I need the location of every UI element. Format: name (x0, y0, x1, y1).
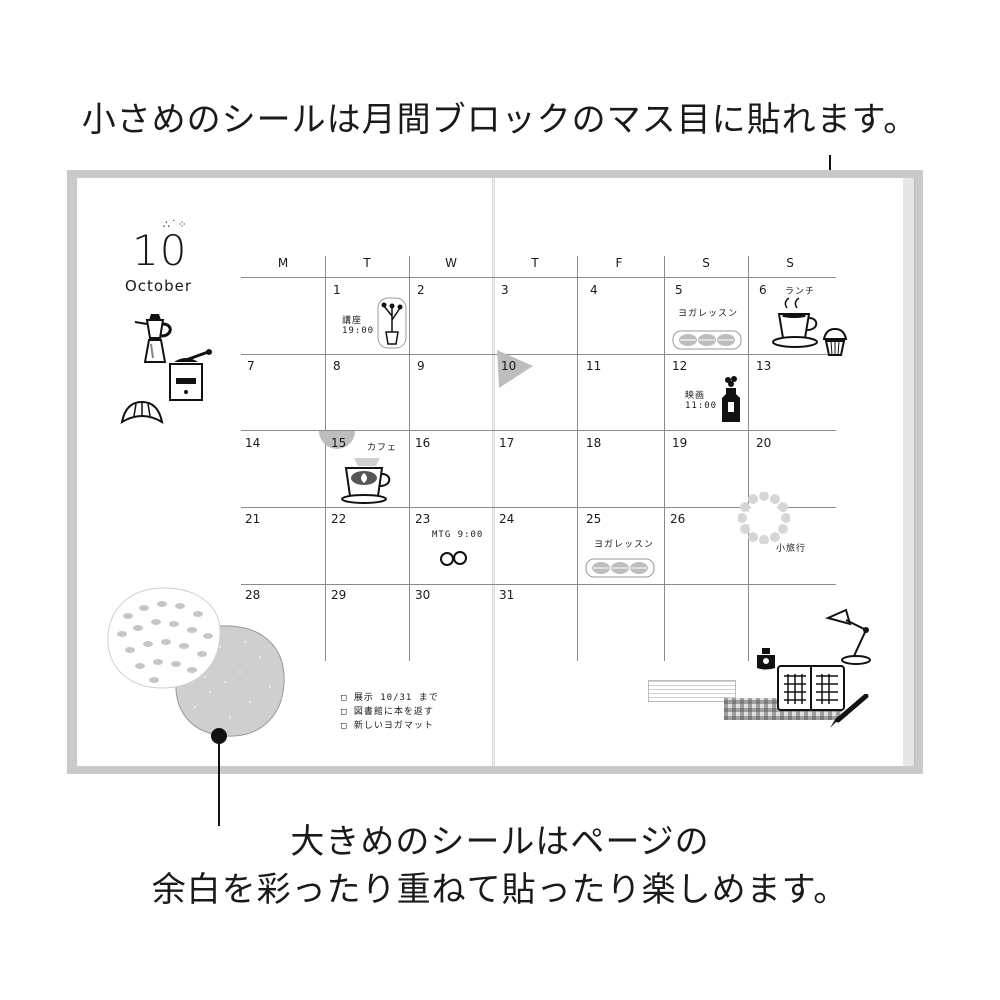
day-10: 10 (501, 359, 517, 373)
note-oct12-title: 映画 (685, 391, 706, 401)
day-24: 24 (499, 512, 515, 526)
day-2: 2 (417, 283, 425, 297)
day-20: 20 (756, 436, 772, 450)
book-gutter (492, 178, 495, 766)
pointer-line-bottom (218, 738, 220, 826)
checkbox-icon: □ (341, 707, 354, 717)
flower-vase-icon (377, 297, 407, 349)
cupcake-icon (822, 327, 848, 356)
day-19: 19 (672, 436, 688, 450)
weekday-sun: S (786, 256, 794, 270)
ink-bottle-icon (757, 648, 775, 670)
weekday-sat: S (702, 256, 710, 270)
day-3: 3 (501, 283, 509, 297)
month-name: October (125, 277, 193, 295)
todo-item-3: □ 新しいヨガマット (341, 718, 434, 731)
todo-item-1: □ 展示 10/31 まで (341, 690, 439, 703)
day-9: 9 (417, 359, 425, 373)
fountain-pen-icon (830, 694, 869, 728)
croissant-icon (120, 400, 164, 425)
washi-tape-stripe (648, 680, 736, 702)
pointer-dot-bottom (211, 728, 227, 744)
todo-label: 新しいヨガマット (353, 721, 434, 731)
day-16: 16 (415, 436, 431, 450)
weekday-wed: W (445, 256, 457, 270)
day-21: 21 (245, 512, 261, 526)
day-17: 17 (499, 436, 515, 450)
note-oct23: MTG 9:00 (432, 530, 484, 540)
todo-item-2: □ 図書館に本を返す (341, 704, 434, 717)
day-30: 30 (415, 588, 431, 602)
page-edges (902, 178, 915, 766)
note-oct25: ヨガレッスン (594, 540, 655, 550)
desk-lamp-icon (825, 608, 871, 665)
month-number: 10 (132, 226, 188, 275)
caption-large-stickers-line1: 大きめのシールはページの (290, 822, 710, 862)
checkbox-icon: □ (341, 721, 354, 731)
note-oct12-time: 11:00 (685, 401, 718, 411)
day-4: 4 (590, 283, 598, 297)
half-circle-sticker (319, 431, 355, 449)
day-7: 7 (247, 359, 255, 373)
day-12: 12 (672, 359, 688, 373)
dotted-circle-sticker (107, 587, 221, 689)
latte-art-icon (341, 458, 391, 504)
note-oct1-time: 19:00 (342, 326, 375, 336)
caption-small-stickers: 小さめのシールは月間ブロックのマス目に貼れます。 (81, 100, 919, 140)
weekday-fri: F (615, 256, 623, 270)
caption-large-stickers-line2: 余白を彩ったり重ねて貼ったり楽しめます。 (151, 870, 849, 910)
note-oct1-title: 講座 (342, 316, 363, 326)
coffee-beans-icon (672, 330, 742, 350)
weekday-thu: T (531, 256, 539, 270)
day-13: 13 (756, 359, 772, 373)
note-oct6: ランチ (785, 287, 816, 297)
day-22: 22 (331, 512, 347, 526)
day-28: 28 (245, 588, 261, 602)
todo-label: 展示 10/31 まで (353, 693, 439, 703)
day-23: 23 (415, 512, 431, 526)
day-26: 26 (670, 512, 686, 526)
note-oct5: ヨガレッスン (678, 309, 739, 319)
day-1: 1 (333, 283, 341, 297)
bottle-icon (722, 376, 740, 422)
weekday-mon: M (277, 256, 289, 270)
planner-book-icon (777, 665, 845, 711)
day-25: 25 (586, 512, 602, 526)
day-31: 31 (499, 588, 515, 602)
day-5: 5 (675, 283, 683, 297)
todo-label: 図書館に本を返す (353, 707, 434, 717)
day-11: 11 (586, 359, 602, 373)
weekday-tue: T (363, 256, 371, 270)
day-29: 29 (331, 588, 347, 602)
note-oct27: 小旅行 (776, 544, 807, 554)
day-15: 15 (331, 436, 347, 450)
glasses-icon (440, 551, 467, 566)
note-oct15: カフェ (367, 443, 398, 453)
triangle-sticker (497, 350, 533, 388)
day-6: 6 (759, 283, 767, 297)
day-18: 18 (586, 436, 602, 450)
sparkle-icon: ∴˙⁘ (163, 218, 188, 231)
coffee-grinder-icon (169, 349, 212, 401)
day-14: 14 (245, 436, 261, 450)
lace-circle-icon (738, 492, 790, 544)
checkbox-icon: □ (341, 693, 354, 703)
coffee-cup-icon (772, 297, 818, 348)
moka-pot-icon (134, 314, 172, 363)
coffee-beans-icon (585, 558, 655, 578)
day-8: 8 (333, 359, 341, 373)
